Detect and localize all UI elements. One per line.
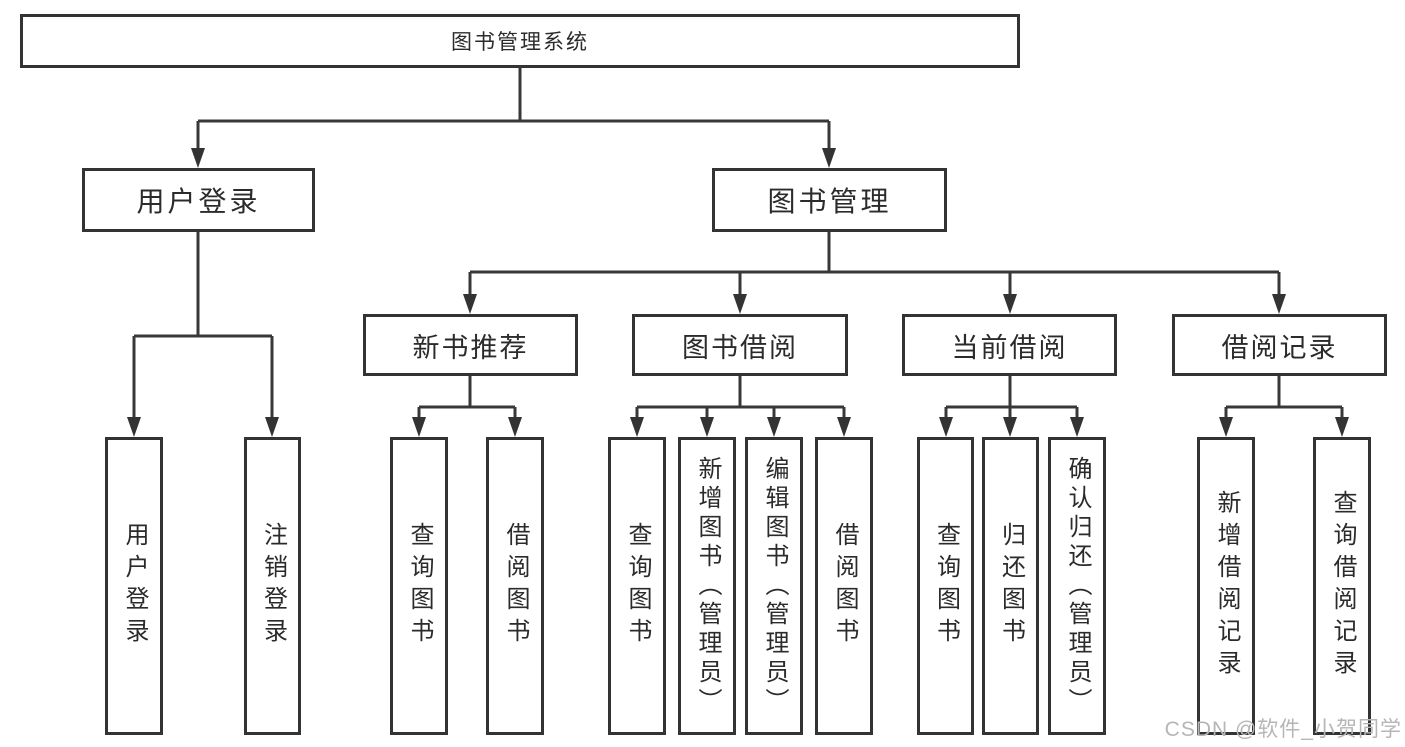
leaf-confirm-return-admin: 确认归还（管理员） (1048, 437, 1106, 735)
leaf-edit-books-admin: 编辑图书（管理员） (745, 437, 803, 735)
leaf-borrow-books-borrowing: 借阅图书 (815, 437, 873, 735)
leaf-borrow-books-recommend: 借阅图书 (486, 437, 544, 735)
leaf-logout: 注销登录 (244, 437, 301, 735)
leaf-user-login: 用户登录 (105, 437, 163, 735)
leaf-return-books: 归还图书 (982, 437, 1039, 735)
leaf-add-books-admin: 新增图书（管理员） (678, 437, 736, 735)
node-new-book-recommendation: 新书推荐 (363, 314, 578, 376)
node-root: 图书管理系统 (20, 14, 1020, 68)
node-book-management: 图书管理 (712, 168, 947, 232)
node-borrowing-records: 借阅记录 (1172, 314, 1387, 376)
leaf-query-borrow-record: 查询借阅记录 (1313, 437, 1371, 735)
leaf-query-books-current: 查询图书 (917, 437, 974, 735)
leaf-add-borrow-record: 新增借阅记录 (1197, 437, 1255, 735)
node-user-login: 用户登录 (82, 168, 315, 232)
arrowheads (127, 148, 1349, 437)
leaf-query-books-borrowing: 查询图书 (608, 437, 666, 735)
leaf-query-books-recommend: 查询图书 (390, 437, 448, 735)
node-current-borrowing: 当前借阅 (902, 314, 1117, 376)
node-book-borrowing: 图书借阅 (632, 314, 848, 376)
watermark: CSDN @软件_小贺同学 (1164, 718, 1402, 741)
